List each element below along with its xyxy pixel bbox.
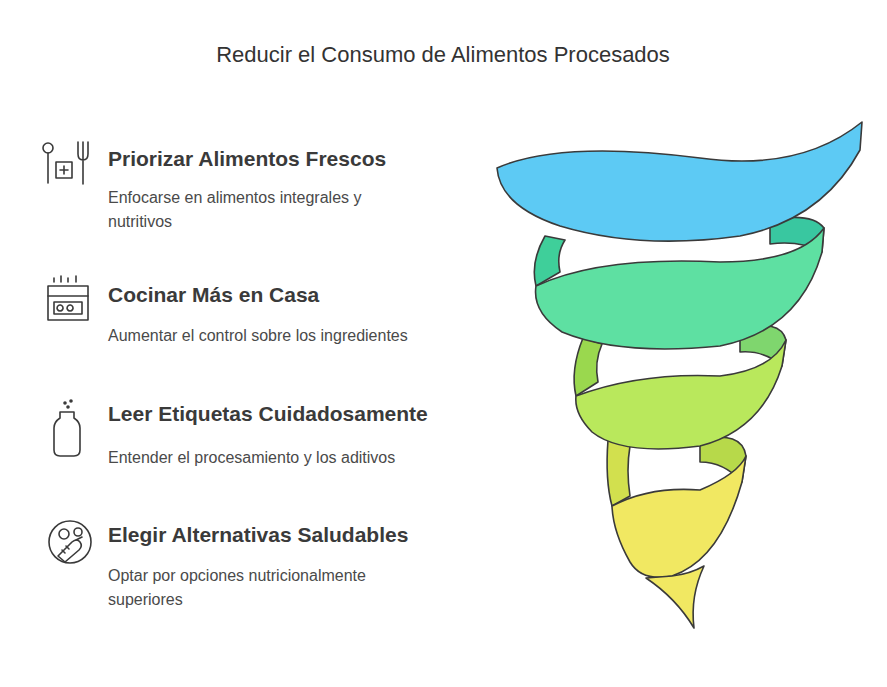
food-icon [43, 142, 88, 184]
item-description-box: Optar por opciones nutricionalmente supe… [108, 564, 408, 612]
item-heading: Priorizar Alimentos Frescos [108, 147, 386, 171]
item-description-box: Entender el procesamiento y los aditivos [108, 446, 488, 470]
item-heading-box: Priorizar Alimentos Frescos [108, 147, 386, 171]
item-heading: Leer Etiquetas Cuidadosamente [108, 402, 428, 426]
item-description-box: Aumentar el control sobre los ingredient… [108, 324, 488, 348]
item-heading: Elegir Alternativas Saludables [108, 523, 408, 547]
item-heading: Cocinar Más en Casa [108, 283, 319, 307]
item-description: Aumentar el control sobre los ingredient… [108, 324, 488, 348]
item-description: Entender el procesamiento y los aditivos [108, 446, 488, 470]
item-heading-box: Leer Etiquetas Cuidadosamente [108, 402, 428, 426]
diagram-title-box: Reducir el Consumo de Alimentos Procesad… [216, 42, 670, 68]
jar-icon [54, 400, 80, 456]
item-description-box: Enfocarse en alimentos integrales y nutr… [108, 186, 408, 234]
item-description: Optar por opciones nutricionalmente supe… [108, 564, 408, 612]
item-description: Enfocarse en alimentos integrales y nutr… [108, 186, 408, 234]
spiral-funnel [497, 122, 862, 628]
diagram-title: Reducir el Consumo de Alimentos Procesad… [216, 42, 670, 68]
item-heading-box: Cocinar Más en Casa [108, 283, 319, 307]
stove-icon [48, 276, 88, 320]
item-heading-box: Elegir Alternativas Saludables [108, 523, 408, 547]
vegetables-icon [49, 521, 91, 563]
